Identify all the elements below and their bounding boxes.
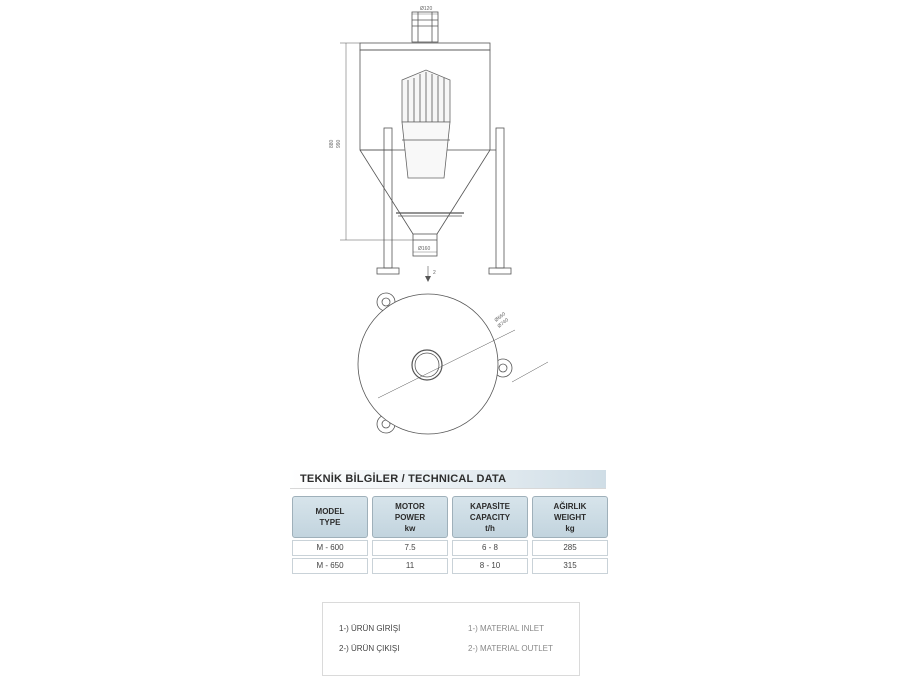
dim-top-outlet: Ø120 bbox=[420, 6, 432, 12]
technical-drawing: Ø120 880 990 Ø160 2 Ø660 Ø740 bbox=[329, 6, 549, 435]
table-cell: 285 bbox=[532, 540, 608, 556]
title-divider bbox=[290, 488, 606, 489]
table-cell: 11 bbox=[372, 558, 448, 574]
column-header: MOTOR POWER kw bbox=[372, 496, 448, 538]
side-elevation-view bbox=[340, 11, 512, 282]
legend-inlet-en: 1-) MATERIAL INLET bbox=[468, 624, 545, 633]
legend-outlet-en: 2-) MATERIAL OUTLET bbox=[468, 644, 553, 653]
table-cell: 6 - 8 bbox=[452, 540, 528, 556]
column-header: MODEL TYPE bbox=[292, 496, 368, 538]
dim-height-1: 880 bbox=[329, 139, 335, 148]
column-header: KAPASİTE CAPACITY t/h bbox=[452, 496, 528, 538]
legend-box: 1-) ÜRÜN GİRİŞİ 1-) MATERIAL INLET 2-) Ü… bbox=[322, 602, 580, 676]
table-cell: M - 600 bbox=[292, 540, 368, 556]
top-plan-view bbox=[357, 292, 549, 435]
column-header: AĞIRLIK WEIGHT kg bbox=[532, 496, 608, 538]
table-cell: 315 bbox=[532, 558, 608, 574]
legend-outlet-tr: 2-) ÜRÜN ÇIKIŞI bbox=[339, 644, 400, 653]
table-cell: 8 - 10 bbox=[452, 558, 528, 574]
dim-bottom-outlet: Ø160 bbox=[418, 246, 430, 252]
column-model-type: MODEL TYPE M - 600 M - 650 bbox=[292, 496, 368, 574]
table-cell: 7.5 bbox=[372, 540, 448, 556]
outlet-arrow-label: 2 bbox=[433, 270, 436, 276]
column-weight: AĞIRLIK WEIGHT kg 285 315 bbox=[532, 496, 608, 574]
legend-inlet-tr: 1-) ÜRÜN GİRİŞİ bbox=[339, 624, 401, 633]
column-motor-power: MOTOR POWER kw 7.5 11 bbox=[372, 496, 448, 574]
technical-data-title: TEKNİK BİLGİLER / TECHNICAL DATA bbox=[300, 473, 507, 485]
dim-height-2: 990 bbox=[336, 139, 342, 148]
technical-data-header: TEKNİK BİLGİLER / TECHNICAL DATA bbox=[290, 470, 606, 488]
table-cell: M - 650 bbox=[292, 558, 368, 574]
column-capacity: KAPASİTE CAPACITY t/h 6 - 8 8 - 10 bbox=[452, 496, 528, 574]
